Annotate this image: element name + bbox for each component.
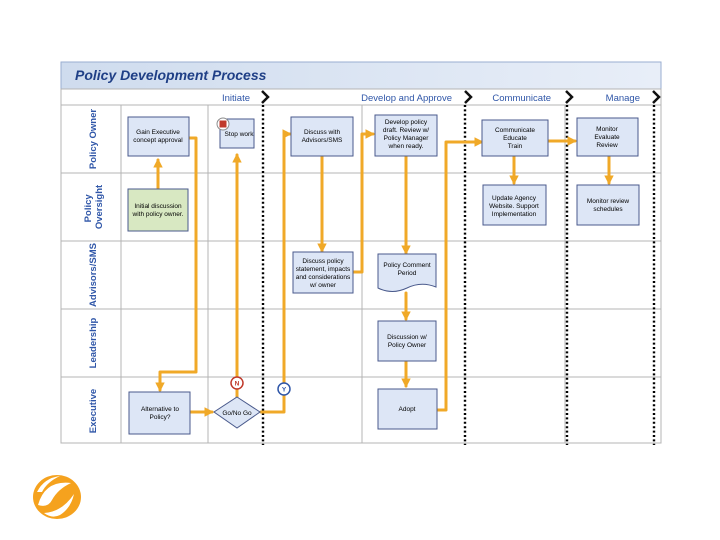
node-adopt: Adopt xyxy=(377,388,438,430)
header-chevron xyxy=(565,90,574,104)
lane-label-policy-oversight: Policy Oversight xyxy=(83,184,105,229)
svg-text:Stop work: Stop work xyxy=(225,131,255,138)
lane-label-policy-owner: Policy Owner xyxy=(88,109,99,169)
no-marker: N xyxy=(230,376,244,390)
diagram-title: Policy Development Process xyxy=(75,67,267,83)
header-chevron xyxy=(652,90,661,104)
lane-label-advisors-sms: Advisors/SMS xyxy=(88,243,99,307)
title-bar xyxy=(60,61,662,90)
svg-text:Discussion w/Policy Owner: Discussion w/Policy Owner xyxy=(387,334,427,349)
phase-develop-approve: Develop and Approve xyxy=(361,93,452,104)
node-discussion-owner: Discussion w/Policy Owner xyxy=(377,320,437,362)
node-go-no-go: Go/No Go xyxy=(213,396,261,429)
lane-label-leadership: Leadership xyxy=(88,317,99,368)
stop-icon-square xyxy=(219,120,227,128)
lane-label-executive: Executive xyxy=(88,389,99,433)
flow-arrows xyxy=(153,129,614,417)
header-chevron xyxy=(261,90,270,104)
phase-manage: Manage xyxy=(606,93,640,104)
yes-marker: Y xyxy=(277,382,291,396)
header-chevron xyxy=(464,90,473,104)
svg-text:Go/No Go: Go/No Go xyxy=(222,410,252,417)
phase-initiate: Initiate xyxy=(222,93,250,104)
lane-grid xyxy=(60,104,662,444)
phase-communicate: Communicate xyxy=(492,93,551,104)
svg-text:Adopt: Adopt xyxy=(399,406,416,413)
svg-text:N: N xyxy=(235,381,240,388)
node-stop-work: Stop work xyxy=(216,117,255,149)
orange-swirl-logo xyxy=(33,475,81,519)
svg-text:Y: Y xyxy=(282,387,287,394)
